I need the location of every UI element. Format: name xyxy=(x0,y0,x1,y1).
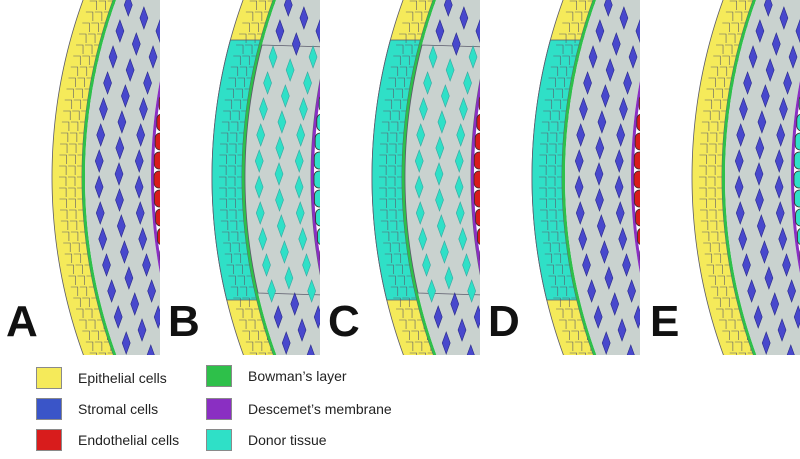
legend-label-epithelial: Epithelial cells xyxy=(78,370,167,386)
epithelial-cell-grid xyxy=(379,0,435,355)
panel-d xyxy=(531,0,640,355)
endothelial-cells xyxy=(633,96,640,261)
endothelial-cells xyxy=(153,96,160,261)
stromal-cells xyxy=(734,0,800,355)
legend-label-endothelial: Endothelial cells xyxy=(78,432,180,448)
endothelial-cells xyxy=(473,96,480,261)
stromal-swatch-icon xyxy=(36,398,62,420)
legend-label-stromal: Stromal cells xyxy=(78,401,159,417)
panel-letter-d: D xyxy=(488,297,520,346)
descemet-membrane xyxy=(311,80,320,274)
endothelial-cells xyxy=(793,96,800,261)
epithelial-swatch-icon xyxy=(36,367,62,389)
donor-epithelium xyxy=(531,39,581,301)
panel-b xyxy=(211,0,320,355)
bowman-swatch-icon xyxy=(206,365,232,387)
bowman-layer xyxy=(402,0,437,355)
descemet-membrane xyxy=(471,80,480,274)
descemet-membrane xyxy=(631,80,640,274)
donor-epithelium xyxy=(211,39,261,301)
panel-c xyxy=(371,0,480,355)
descemet-membrane xyxy=(151,80,160,274)
descemet-membrane xyxy=(791,80,800,274)
bowman-layer xyxy=(562,0,597,355)
legend-item-bowman: Bowman’s layer xyxy=(206,365,347,387)
panel-letter-e: E xyxy=(650,297,680,346)
cornea-figure xyxy=(51,0,800,355)
stromal-cells xyxy=(254,0,320,355)
descemet-swatch-icon xyxy=(206,398,232,420)
endothelial-swatch-icon xyxy=(36,429,62,451)
legend: Epithelial cells Stromal cells Endotheli… xyxy=(0,355,800,459)
legend-item-endothelial: Endothelial cells xyxy=(36,429,179,451)
endothelial-cells xyxy=(313,96,320,261)
panel-a xyxy=(51,0,160,355)
bowman-layer xyxy=(722,0,757,355)
bowman-layer xyxy=(82,0,117,355)
epithelial-cell-grid xyxy=(59,0,115,355)
panel-letter-c: C xyxy=(328,297,360,346)
donor-epithelium xyxy=(371,39,421,301)
stromal-cells xyxy=(414,0,480,355)
legend-label-donor: Donor tissue xyxy=(248,432,327,448)
legend-item-descemet: Descemet’s membrane xyxy=(206,398,392,420)
donor-swatch-icon xyxy=(206,429,232,451)
legend-item-stromal: Stromal cells xyxy=(36,398,158,420)
stromal-cells xyxy=(94,0,160,355)
legend-item-donor: Donor tissue xyxy=(206,429,327,451)
panel-letter-a: A xyxy=(6,297,38,346)
legend-label-descemet: Descemet’s membrane xyxy=(248,401,392,417)
bowman-layer xyxy=(242,0,277,355)
panel-letter-b: B xyxy=(168,297,200,346)
stromal-cells xyxy=(574,0,640,355)
legend-label-bowman: Bowman’s layer xyxy=(248,368,347,384)
panel-e xyxy=(691,0,800,355)
legend-item-epithelial: Epithelial cells xyxy=(36,367,167,389)
